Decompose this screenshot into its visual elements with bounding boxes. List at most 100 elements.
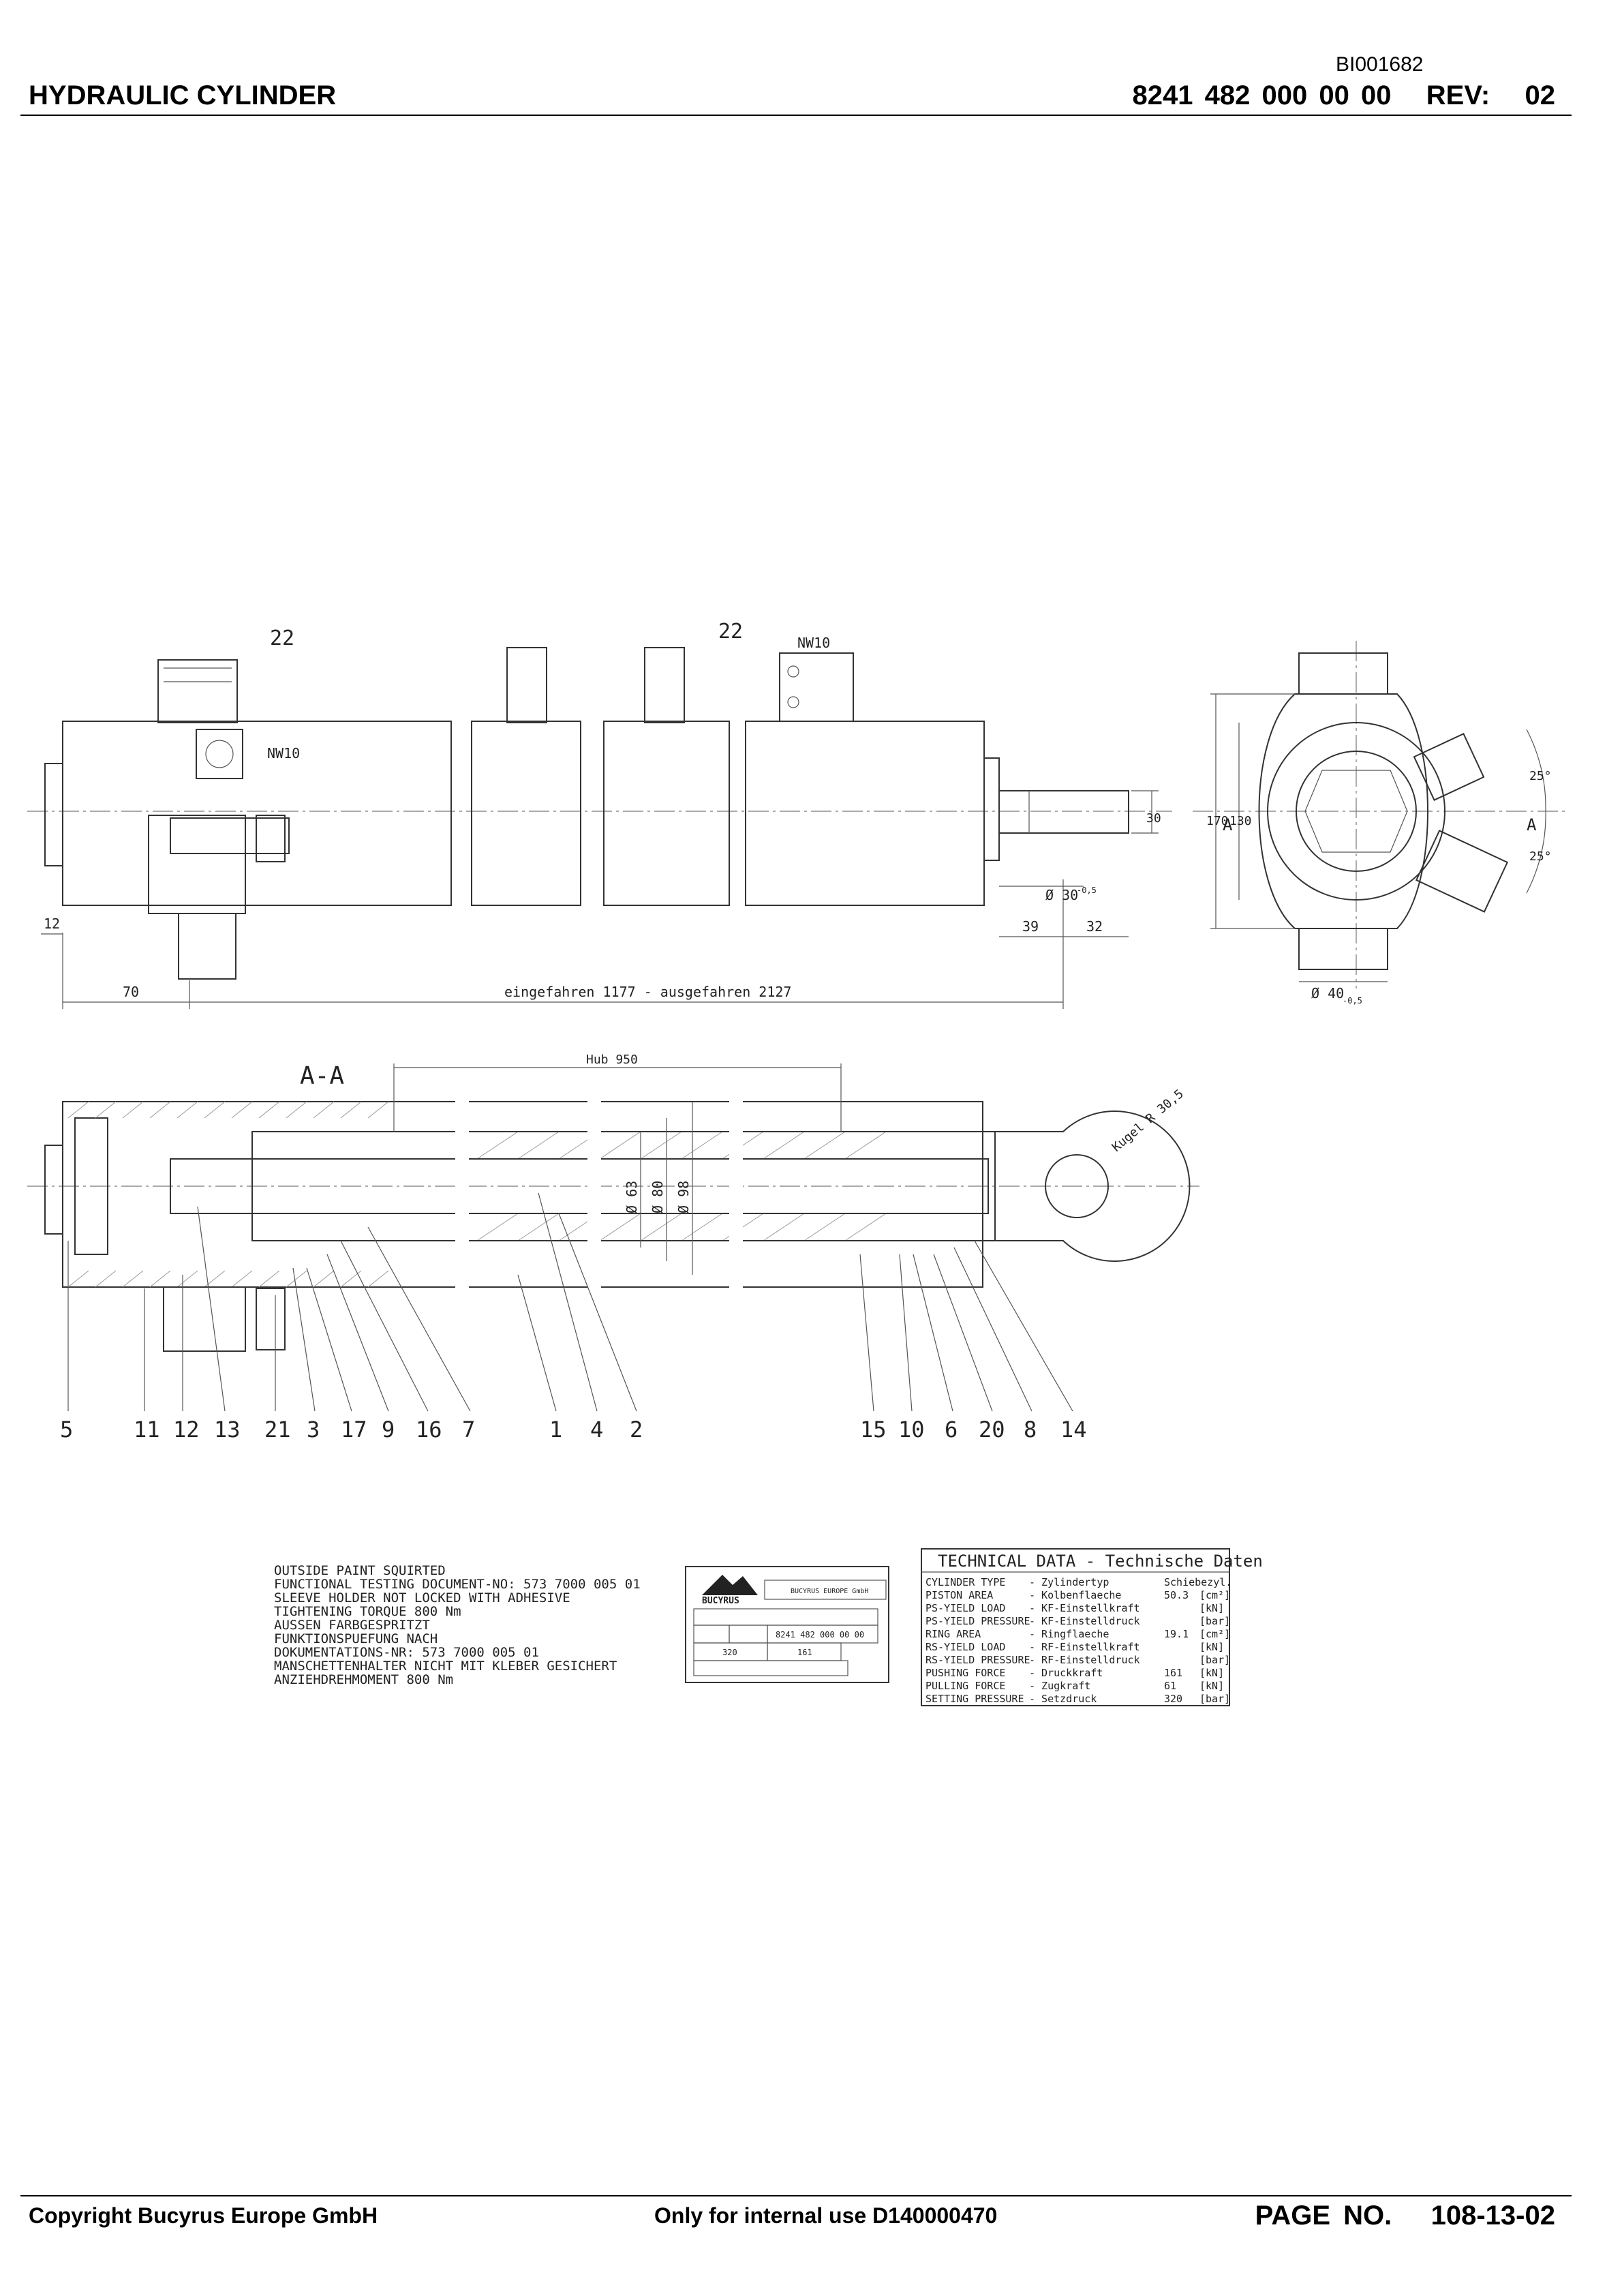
tech-row-de: - Zylindertyp [1029, 1576, 1109, 1588]
footer-internal-use: Only for internal use D140000470 [654, 2203, 998, 2228]
note-line: FUNCTIONAL TESTING DOCUMENT-NO: 573 7000… [274, 1577, 641, 1592]
item-number: 7 [462, 1417, 475, 1442]
nameplate-company: BUCYRUS EUROPE GmbH [791, 1588, 868, 1595]
tech-row-en: PULLING FORCE [925, 1680, 1005, 1692]
ball-radius: Kugel R 30,5 [1110, 1087, 1187, 1155]
angle-top: 25° [1529, 769, 1552, 783]
document-id: BI001682 [1336, 53, 1424, 76]
dim-170: 170 [1206, 814, 1229, 828]
dim-30: 30 [1146, 811, 1161, 826]
tech-row-unit: [bar] [1199, 1654, 1230, 1666]
item-number: 4 [590, 1417, 603, 1442]
footer-copyright: Copyright Bucyrus Europe GmbH [29, 2203, 378, 2228]
item-number: 5 [60, 1417, 73, 1442]
item-number: 3 [307, 1417, 320, 1442]
dim-pin-tol: -0,5 [1343, 996, 1362, 1006]
dim-pin: Ø 40 [1311, 985, 1344, 1001]
item-number: 6 [945, 1417, 958, 1442]
tech-row-value: 320 [1164, 1693, 1182, 1705]
item-number: 21 [264, 1417, 291, 1442]
item-number: 2 [630, 1417, 643, 1442]
tech-row-unit: [kN] [1199, 1641, 1224, 1653]
footer-divider [20, 2195, 1572, 2196]
tech-row-value: 161 [1164, 1667, 1182, 1679]
tech-row-unit: [bar] [1199, 1693, 1230, 1705]
tech-row-de: - Zugkraft [1029, 1680, 1090, 1692]
stroke-label: Hub 950 [586, 1053, 638, 1067]
dim-12: 12 [44, 916, 60, 932]
tech-row: PISTON AREA - Kolbenflaeche 50.3 [cm²] [925, 1589, 1230, 1601]
item-number: 10 [898, 1417, 925, 1442]
note-line: MANSCHETTENHALTER NICHT MIT KLEBER GESIC… [274, 1659, 617, 1674]
tech-row-value: 50.3 [1164, 1589, 1189, 1601]
note-line: OUTSIDE PAINT SQUIRTED [274, 1563, 446, 1578]
item-number: 13 [214, 1417, 241, 1442]
tech-row-de: - RF-Einstelldruck [1029, 1654, 1140, 1666]
tech-row-en: SETTING PRESSURE [925, 1693, 1024, 1705]
item-number: 14 [1060, 1417, 1087, 1442]
label-22b: 22 [718, 620, 743, 644]
page-title: HYDRAULIC CYLINDER [29, 80, 337, 110]
tech-data-frame [921, 1548, 1230, 1706]
section-mark-left: A [1223, 815, 1233, 834]
tech-row-en: RS-YIELD PRESSURE [925, 1654, 1030, 1666]
label-nw10a: NW10 [797, 635, 830, 651]
tech-row-de: - Setzdruck [1029, 1693, 1097, 1705]
end-view [1193, 641, 1567, 988]
dim-39: 39 [1022, 918, 1039, 935]
dim-130: 130 [1229, 814, 1252, 828]
section-view [27, 1063, 1199, 1412]
tech-row: RS-YIELD LOAD - RF-Einstellkraft [kN] [925, 1641, 1224, 1653]
tech-row-de: - KF-Einstelldruck [1029, 1615, 1140, 1627]
tech-row: SETTING PRESSURE - Setzdruck 320 [bar] [925, 1693, 1230, 1705]
tech-row-de: - Ringflaeche [1029, 1628, 1109, 1640]
item-number: 17 [341, 1417, 367, 1442]
nameplate-part: 8241 482 000 00 00 [776, 1630, 864, 1640]
tech-row-unit: [kN] [1199, 1602, 1224, 1614]
tech-row-en: RS-YIELD LOAD [925, 1641, 1005, 1653]
angle-bottom: 25° [1529, 849, 1552, 864]
dim-length: eingefahren 1177 - ausgefahren 2127 [504, 984, 791, 1000]
tech-row: PS-YIELD LOAD - KF-Einstellkraft [kN] [925, 1602, 1224, 1614]
item-number-row: 5 11 12 13 21 3 17 9 16 7 1 4 2 15 10 6 … [60, 1417, 1087, 1442]
tech-row-value: 19.1 [1164, 1628, 1189, 1640]
tech-row-en: PS-YIELD PRESSURE [925, 1615, 1030, 1627]
label-nw10b: NW10 [267, 745, 300, 761]
item-number: 1 [549, 1417, 562, 1442]
tech-row-en: PS-YIELD LOAD [925, 1602, 1005, 1614]
side-view [27, 647, 1172, 1009]
tech-row-value: 61 [1164, 1680, 1176, 1692]
nameplate-drawing [685, 1566, 889, 1683]
tech-row-unit: [kN] [1199, 1667, 1224, 1679]
item-number: 9 [382, 1417, 395, 1442]
note-line: SLEEVE HOLDER NOT LOCKED WITH ADHESIVE [274, 1590, 570, 1605]
bore-98: Ø 98 [675, 1181, 692, 1213]
item-number: 8 [1024, 1417, 1037, 1442]
label-22a: 22 [270, 626, 294, 650]
bore-80: Ø 80 [649, 1181, 666, 1213]
tech-row-en: CYLINDER TYPE [925, 1576, 1005, 1588]
tech-row-en: PISTON AREA [925, 1589, 993, 1601]
nameplate-logo: BUCYRUS [702, 1596, 739, 1606]
rev-value: 02 [1525, 80, 1556, 110]
dim-70: 70 [123, 984, 139, 1000]
nameplate-force: 161 [797, 1648, 812, 1657]
tech-row: RING AREA - Ringflaeche 19.1 [cm²] [925, 1628, 1230, 1640]
bore-63: Ø 63 [624, 1181, 640, 1213]
tech-data-title: TECHNICAL DATA - Technische Daten [938, 1552, 1263, 1571]
drawing-notes: OUTSIDE PAINT SQUIRTED FUNCTIONAL TESTIN… [274, 1563, 641, 1687]
item-number: 20 [979, 1417, 1005, 1442]
rev-label: REV: [1426, 80, 1490, 110]
dim-32: 32 [1086, 918, 1103, 935]
footer-page-number: PAGE NO. 108-13-02 [1255, 2201, 1555, 2231]
tech-row: PS-YIELD PRESSURE - KF-Einstelldruck [ba… [925, 1615, 1230, 1627]
tech-row-de: - Druckkraft [1029, 1667, 1103, 1679]
dim-rod: Ø 30 [1045, 887, 1078, 903]
item-number: 16 [416, 1417, 442, 1442]
tech-row-unit: [cm²] [1199, 1628, 1230, 1640]
tech-data-table: CYLINDER TYPE - Zylindertyp Schiebezyl. … [925, 1576, 1231, 1705]
page-label: PAGE NO. [1255, 2201, 1392, 2231]
section-mark-right: A [1527, 815, 1537, 834]
dim-rod-tol: -0,5 [1077, 886, 1097, 895]
